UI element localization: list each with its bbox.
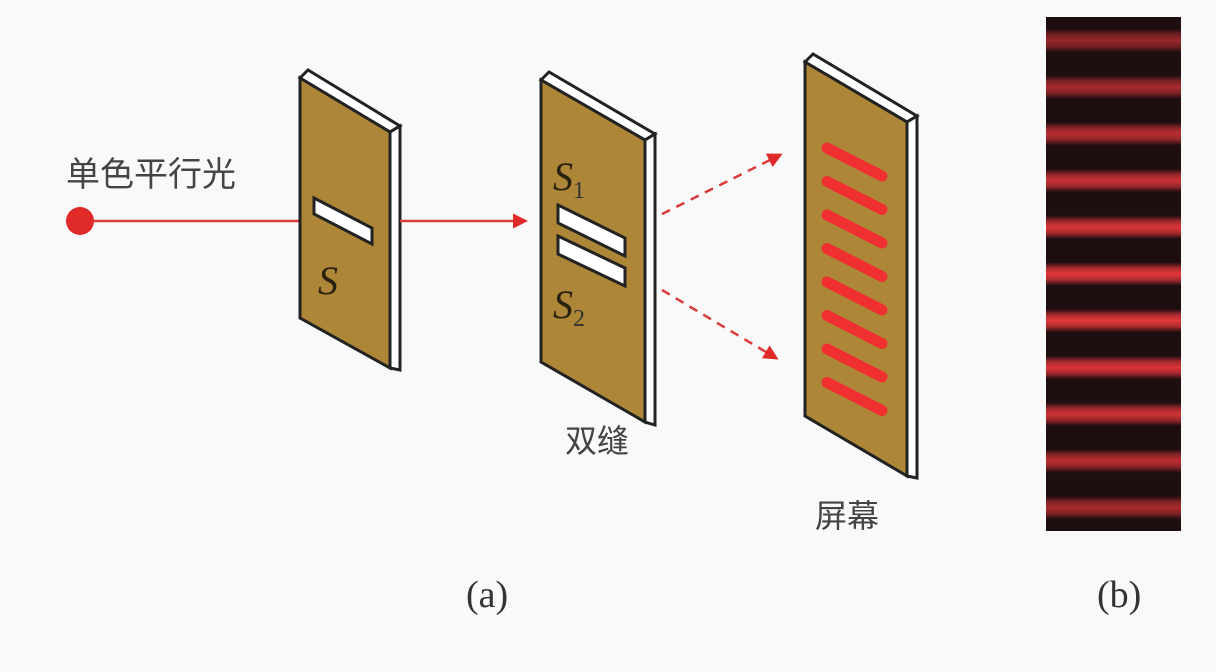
screen-fringe xyxy=(821,142,888,182)
double-slit-label: 双缝 xyxy=(565,422,629,460)
screen-fringe xyxy=(821,209,888,249)
slit-s2-label: S2 xyxy=(553,282,585,332)
lower-diffracted-ray xyxy=(661,288,779,360)
slit-s1-label: S1 xyxy=(553,154,585,204)
screen-fringe xyxy=(821,243,888,282)
screen-fringe xyxy=(821,276,888,316)
interference-pattern xyxy=(1046,17,1181,531)
double-slit-board: S1 S2 xyxy=(538,70,658,428)
screen-label: 屏幕 xyxy=(815,497,879,535)
slit-s2 xyxy=(556,233,627,289)
screen-fringes xyxy=(821,142,888,416)
panel-b-caption: (b) xyxy=(1097,574,1141,616)
slit-s1 xyxy=(556,202,627,259)
screen-fringe xyxy=(821,377,888,416)
panel-a-caption: (a) xyxy=(466,574,508,616)
upper-diffracted-ray xyxy=(661,153,783,216)
screen-fringe xyxy=(821,176,888,215)
light-source-label: 单色平行光 xyxy=(66,155,236,195)
single-slit-label: S xyxy=(318,258,338,303)
screen-board xyxy=(802,52,920,480)
screen-fringe xyxy=(821,310,888,349)
single-slit xyxy=(312,195,374,247)
screen-fringe xyxy=(821,343,888,383)
single-slit-board: S xyxy=(297,68,403,372)
light-source-dot xyxy=(66,207,94,235)
